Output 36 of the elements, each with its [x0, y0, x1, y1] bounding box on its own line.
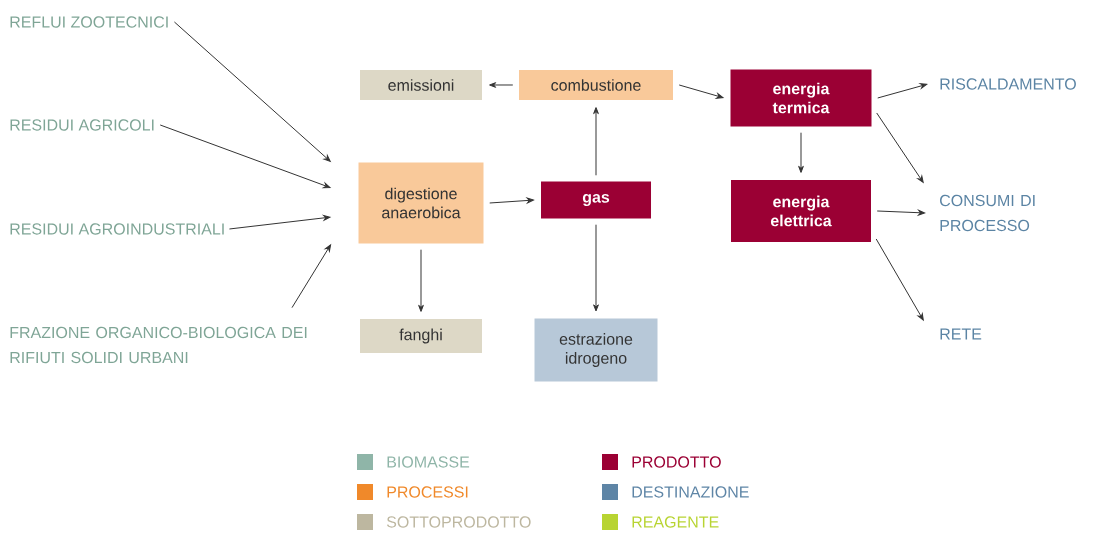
product-box: energia termica	[730, 69, 872, 127]
arrow	[593, 224, 599, 312]
arrow	[489, 197, 534, 204]
arrow	[876, 112, 924, 183]
source-label: RESIDUI AGROINDUSTRIALI	[10, 223, 224, 235]
arrow	[291, 244, 332, 309]
legend-label: PROCESSI	[387, 486, 468, 498]
process-box: digestione anaerobica	[358, 162, 484, 244]
destination-label: CONSUMI DI PROCESSO	[940, 194, 1035, 232]
arrow	[418, 249, 424, 312]
arrow	[875, 238, 924, 321]
source-label: FRAZIONE ORGANICO-BIOLOGICA DEI RIFIUTI SOLIDI URBANI	[10, 326, 307, 364]
legend-label: SOTTOPRODOTTO	[386, 516, 531, 528]
arrow	[159, 124, 331, 189]
arrow	[173, 21, 331, 162]
arrow	[228, 215, 331, 230]
legend-label: PRODOTTO	[632, 456, 721, 468]
destination-label: RETE	[940, 328, 982, 340]
arrow	[678, 84, 724, 99]
product-box: energia elettrica	[731, 180, 871, 242]
legend-label: REAGENTE	[632, 516, 719, 528]
arrow	[877, 83, 928, 99]
source-label: RESIDUI AGRICOLI	[10, 119, 154, 131]
arrow	[876, 209, 926, 216]
byproduct-box: emissioni	[360, 70, 482, 100]
arrow	[489, 82, 514, 88]
product-box: gas	[541, 181, 651, 219]
arrow	[593, 107, 599, 176]
source-label: REFLUI ZOOTECNICI	[10, 16, 168, 28]
legend-label: BIOMASSE	[387, 456, 470, 468]
destination-label: RISCALDAMENTO	[940, 78, 1076, 90]
legend-label: DESTINAZIONE	[632, 486, 749, 498]
destination-box: estrazione idrogeno	[534, 318, 658, 382]
process-box: combustione	[519, 70, 673, 100]
byproduct-box: fanghi	[360, 319, 482, 353]
arrow	[798, 132, 804, 173]
